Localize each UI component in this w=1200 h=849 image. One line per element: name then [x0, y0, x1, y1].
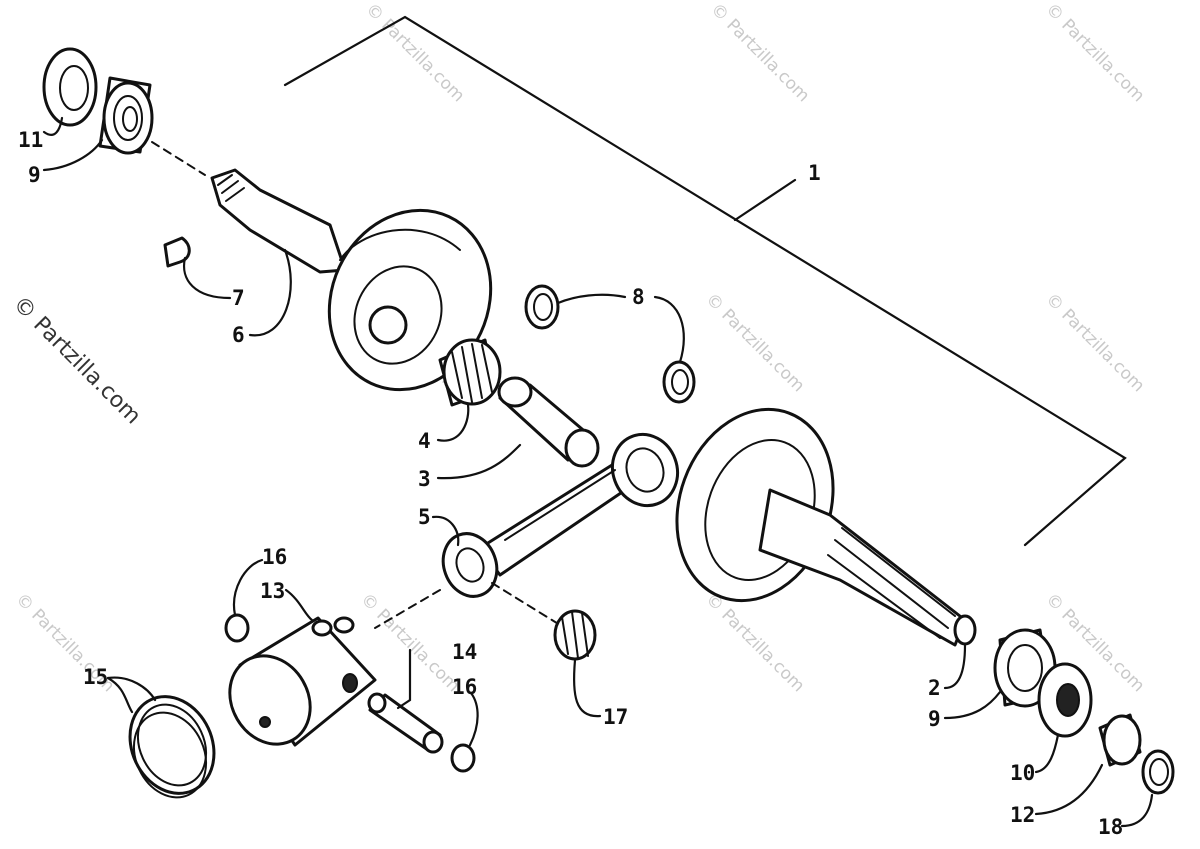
- callout-14: 14: [452, 640, 477, 664]
- leader-lines: [42, 116, 1154, 828]
- watermark: © Partzilla.com: [361, 0, 468, 106]
- connecting-rod-5: [441, 432, 679, 598]
- watermark: © Partzilla.com: [701, 589, 808, 696]
- needle-bearing-4: [438, 338, 502, 407]
- watermark-main: © Partzilla.com: [8, 292, 146, 430]
- circlip-16: [450, 743, 476, 773]
- callout-16-lower: 16: [452, 675, 477, 699]
- right-seal-10: [1037, 662, 1093, 738]
- callout-11: 11: [18, 128, 43, 152]
- watermark: © Partzilla.com: [706, 0, 813, 106]
- callout-4: 4: [418, 429, 431, 453]
- small-end-bearing-17: [553, 609, 597, 661]
- callout-13: 13: [260, 579, 285, 603]
- callout-3: 3: [418, 467, 431, 491]
- callout-6: 6: [232, 323, 245, 347]
- assembly-bracket: [283, 15, 1127, 547]
- callout-9-left: 9: [28, 163, 41, 187]
- thrust-washer-18: [1141, 749, 1175, 795]
- bush-12: [1098, 713, 1142, 767]
- crank-pin-3: [497, 376, 600, 468]
- callout-8: 8: [632, 285, 645, 309]
- circlip-16: [224, 613, 250, 643]
- watermark: © Partzilla.com: [701, 289, 808, 396]
- callout-15: 15: [83, 665, 108, 689]
- piston-pin-14: [367, 692, 444, 754]
- crankshaft-left-half-6: [210, 168, 493, 392]
- callout-labels: 1 11 9 7 6 8 4 3 5 16 13 14 16 15 17 2 9…: [18, 128, 1123, 839]
- crankshaft-right-half-2: [675, 407, 977, 647]
- callout-5: 5: [418, 505, 431, 529]
- piston-rings-15: [128, 695, 216, 799]
- callout-10: 10: [1010, 761, 1035, 785]
- left-bearing-9: [98, 76, 154, 155]
- left-seal-11: [42, 47, 98, 127]
- piston-13: [228, 616, 377, 747]
- callout-9-right: 9: [928, 707, 941, 731]
- callout-18: 18: [1098, 815, 1123, 839]
- callout-16-upper: 16: [262, 545, 287, 569]
- watermark: © Partzilla.com: [1041, 289, 1148, 396]
- callout-2: 2: [928, 676, 941, 700]
- thrust-washer-8: [662, 360, 696, 404]
- woodruff-key-7: [163, 236, 191, 268]
- callout-1: 1: [808, 161, 821, 185]
- watermark: © Partzilla.com: [1041, 0, 1148, 106]
- callout-12: 12: [1010, 803, 1035, 827]
- watermark-layer: © Partzilla.com © Partzilla.com © Partzi…: [8, 0, 1149, 696]
- thrust-washer-8: [524, 284, 560, 330]
- callout-17: 17: [603, 705, 628, 729]
- callout-7: 7: [232, 286, 245, 310]
